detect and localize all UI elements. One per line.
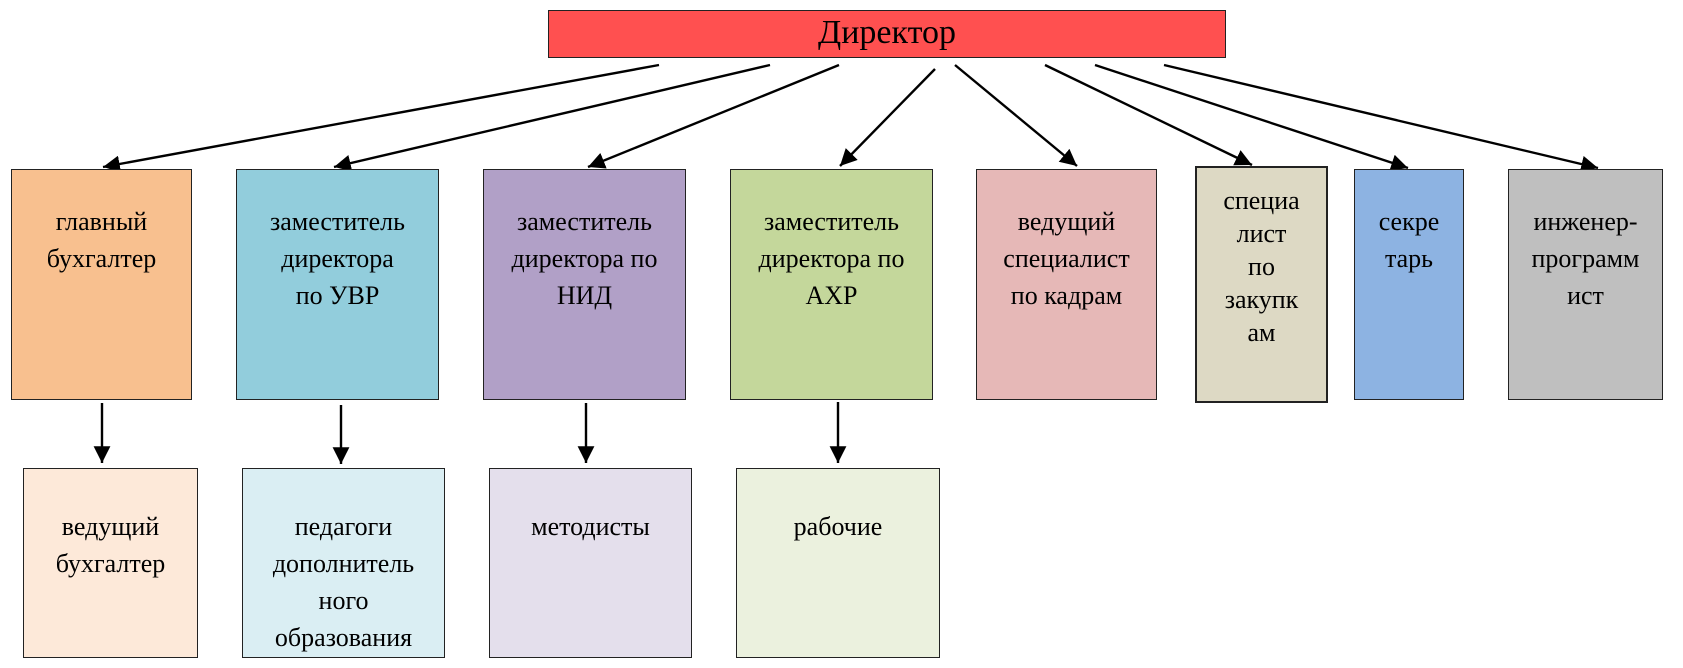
arrow-director-to-deputy-uvr <box>333 63 771 172</box>
arrow-director-to-chief-accountant <box>102 63 660 173</box>
arrow-director-to-procurement <box>1044 63 1253 167</box>
node-lead-accountant: ведущий бухгалтер <box>23 468 198 658</box>
node-label: заместитель директора по НИД <box>511 207 658 310</box>
node-label: секре тарь <box>1378 207 1440 273</box>
arrow-director-to-secretary <box>1094 63 1409 171</box>
node-label: ведущий бухгалтер <box>55 512 166 578</box>
node-deputy-ahr: заместитель директора по АХР <box>730 169 933 400</box>
node-label: заместитель директора по АХР <box>758 207 905 310</box>
arrow-director-to-programmer <box>1163 63 1599 173</box>
node-deputy-nid: заместитель директора по НИД <box>483 169 686 400</box>
node-hr-specialist: ведущий специалист по кадрам <box>976 169 1157 400</box>
director-label: Директор <box>818 14 956 51</box>
node-workers: рабочие <box>736 468 940 658</box>
director-box: Директор <box>548 10 1226 58</box>
node-label: главный бухгалтер <box>46 207 157 273</box>
node-secretary: секре тарь <box>1354 169 1464 400</box>
node-label: рабочие <box>793 512 883 541</box>
node-deputy-uvr: заместитель директора по УВР <box>236 169 439 400</box>
node-teachers: педагоги дополнитель ного образования <box>242 468 445 658</box>
node-label: педагоги дополнитель ного образования <box>272 512 415 652</box>
node-label: инженер- программ ист <box>1531 207 1640 310</box>
arrow-director-to-deputy-nid <box>587 63 840 169</box>
node-chief-accountant: главный бухгалтер <box>11 169 192 400</box>
arrow-director-to-hr-specialist <box>954 64 1078 167</box>
node-methodists: методисты <box>489 468 692 658</box>
node-label: заместитель директора по УВР <box>269 207 405 310</box>
node-label: методисты <box>531 512 650 541</box>
arrow-director-to-deputy-ahr <box>839 68 936 167</box>
node-programmer: инженер- программ ист <box>1508 169 1663 400</box>
node-label: специа лист по закупк ам <box>1223 186 1300 347</box>
node-label: ведущий специалист по кадрам <box>1003 207 1130 310</box>
node-procurement-specialist: специа лист по закупк ам <box>1195 166 1328 403</box>
